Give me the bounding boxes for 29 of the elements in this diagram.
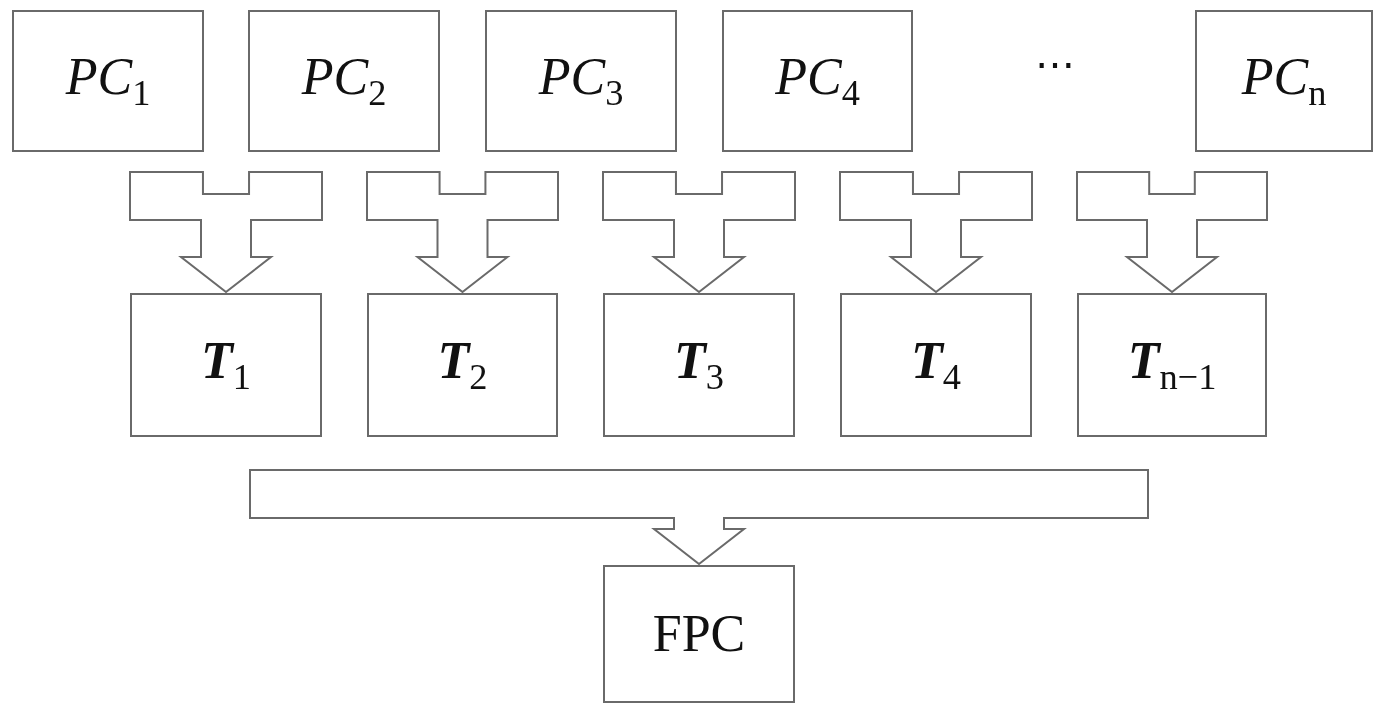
box-label: PC$_{3}$ (538, 50, 624, 112)
process-box (1077, 293, 1267, 437)
box-label: T$_{2}$ (437, 334, 488, 396)
process-box (130, 293, 322, 437)
block-arrow (129, 171, 323, 294)
process-box (485, 10, 677, 152)
process-box (840, 293, 1032, 437)
process-box (603, 565, 795, 703)
block-arrow (366, 171, 559, 294)
block-arrow (249, 469, 1149, 566)
process-box (1195, 10, 1373, 152)
box-label: FPC (652, 608, 746, 660)
box-label: T$_{n−1}$ (1127, 334, 1217, 396)
box-label: PC$_{2}$ (301, 50, 387, 112)
box-label: T$_{4}$ (911, 334, 961, 396)
process-box (248, 10, 440, 152)
block-arrow (839, 171, 1033, 294)
box-label: T$_{3}$ (674, 334, 724, 396)
box-label: PC$_{4}$ (775, 50, 860, 112)
process-box (603, 293, 795, 437)
block-arrow (602, 171, 796, 294)
box-label: PC$_{n}$ (1241, 50, 1327, 112)
process-box (12, 10, 204, 152)
box-label: T$_{1}$ (201, 334, 251, 396)
ellipsis-text: ⋯ (1010, 40, 1100, 90)
box-label: PC$_{1}$ (65, 50, 151, 112)
process-box (722, 10, 913, 152)
block-arrow (1076, 171, 1268, 294)
process-box (367, 293, 558, 437)
